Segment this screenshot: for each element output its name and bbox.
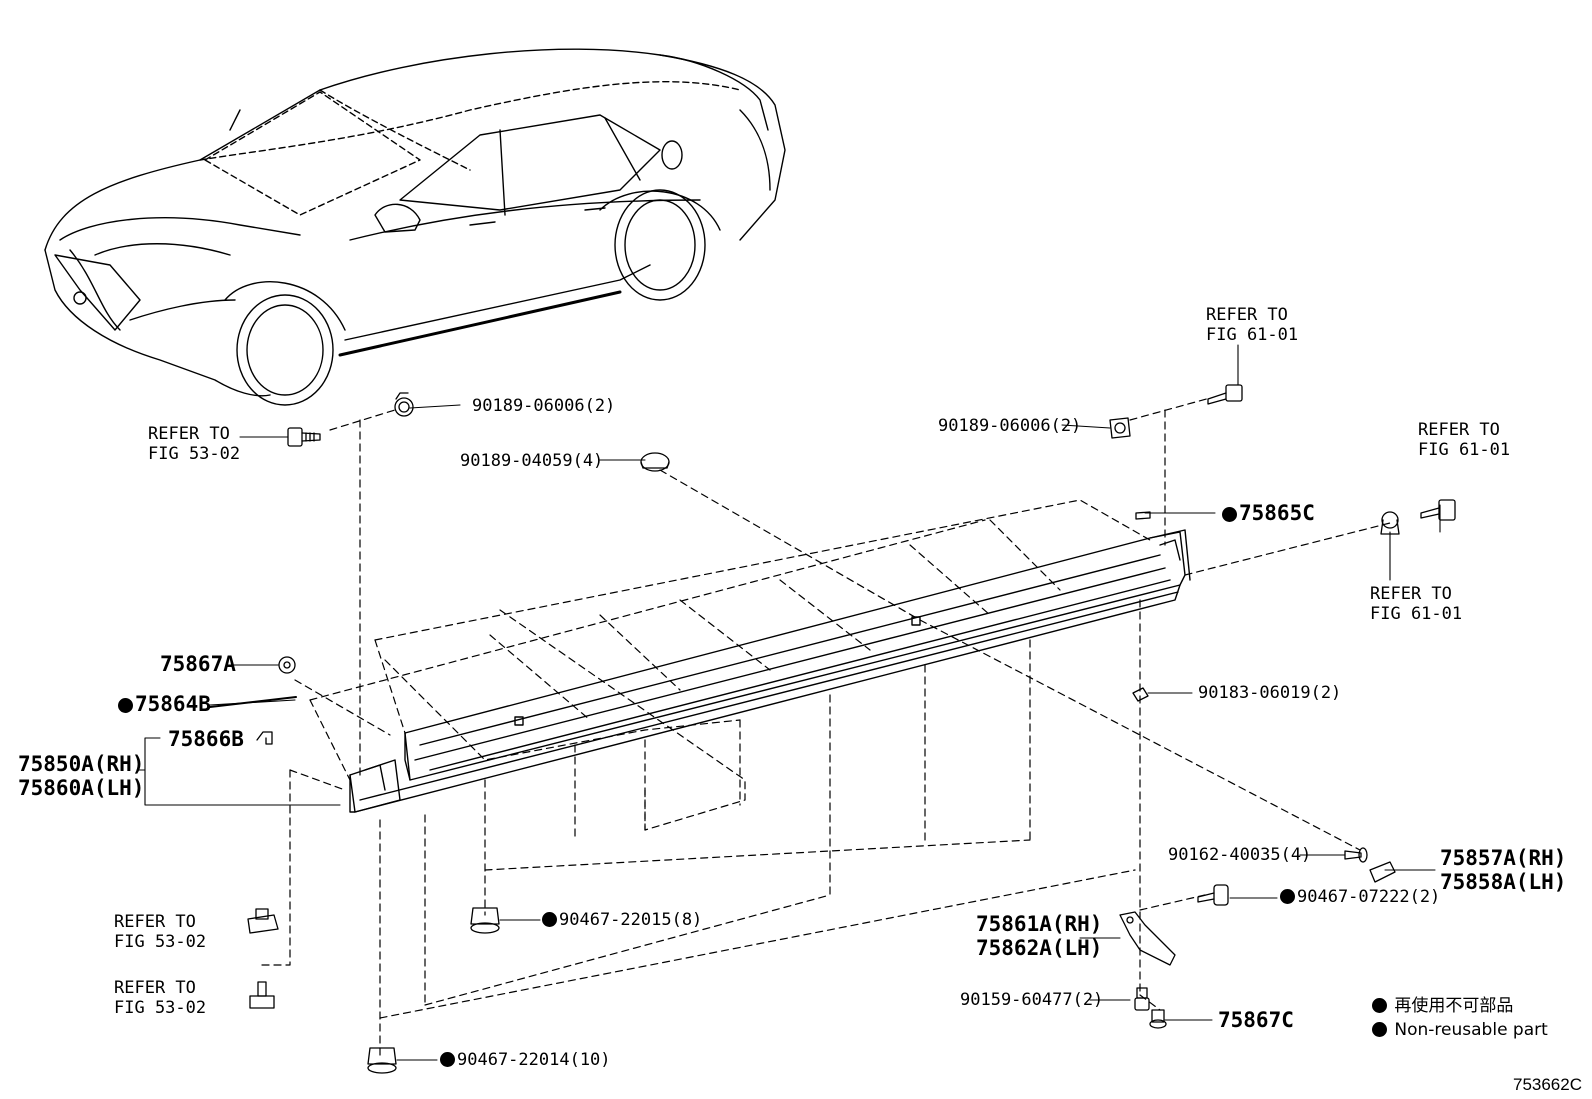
part-label-90467-22014: 90467-22014(10) xyxy=(440,1050,611,1070)
part-label-75867C: 75867C xyxy=(1218,1008,1294,1032)
part-label-90189-06006-right: 90189-06006(2) xyxy=(938,416,1082,436)
part-label-75857A: 75857A(RH) xyxy=(1440,846,1567,870)
part-label-75865C: 75865C xyxy=(1222,501,1315,525)
car-illustration xyxy=(44,48,786,406)
refer-label-left-clip: REFER TO FIG 53-02 xyxy=(114,912,207,952)
assembly-lines xyxy=(259,397,1391,1056)
non-reusable-dot-icon xyxy=(542,912,557,927)
leader-lines xyxy=(136,344,1441,1061)
part-label-75858A: 75858A(LH) xyxy=(1440,870,1567,894)
part-label-75861A: 75861A(RH) xyxy=(976,912,1103,936)
illustration-code: 753662C xyxy=(1512,1075,1582,1094)
part-label-90189-04059: 90189-04059(4) xyxy=(460,451,604,471)
refer-label-top-right: REFER TO FIG 61-01 xyxy=(1206,305,1299,345)
part-label-75866B: 75866B xyxy=(168,727,244,751)
part-label-90189-06006-left: 90189-06006(2) xyxy=(472,396,616,416)
legend-english: Non-reusable part xyxy=(1372,1018,1548,1042)
fasteners xyxy=(209,384,1456,1074)
part-label-75862A: 75862A(LH) xyxy=(976,936,1103,960)
refer-label-right-upper: REFER TO FIG 61-01 xyxy=(1418,420,1511,460)
refer-label-left-bolt: REFER TO FIG 53-02 xyxy=(148,424,241,464)
non-reusable-dot-icon xyxy=(118,698,133,713)
refer-label-left-bolt-lower: REFER TO FIG 53-02 xyxy=(114,978,207,1018)
part-label-90183-06019: 90183-06019(2) xyxy=(1198,683,1342,703)
part-75865C-shape xyxy=(1135,511,1151,520)
part-label-75867A: 75867A xyxy=(160,652,236,676)
part-label-90159-60477: 90159-60477(2) xyxy=(960,990,1104,1010)
non-reusable-dot-icon xyxy=(1280,889,1295,904)
part-label-90162-40035: 90162-40035(4) xyxy=(1168,845,1312,865)
non-reusable-dot-icon xyxy=(1222,507,1237,522)
non-reusable-dot-icon xyxy=(1372,998,1387,1013)
non-reusable-dot-icon xyxy=(440,1052,455,1067)
part-label-75860A: 75860A(LH) xyxy=(18,776,145,800)
part-label-90467-22015: 90467-22015(8) xyxy=(542,910,702,930)
refer-label-right-lower: REFER TO FIG 61-01 xyxy=(1370,584,1463,624)
rocker-molding xyxy=(349,529,1191,813)
part-label-90467-07222: 90467-07222(2) xyxy=(1280,887,1440,907)
part-label-75850A: 75850A(RH) xyxy=(18,752,145,776)
legend-japanese: 再使用不可部品 xyxy=(1372,994,1513,1018)
non-reusable-dot-icon xyxy=(1372,1022,1387,1037)
part-label-75864B: 75864B xyxy=(118,692,211,716)
